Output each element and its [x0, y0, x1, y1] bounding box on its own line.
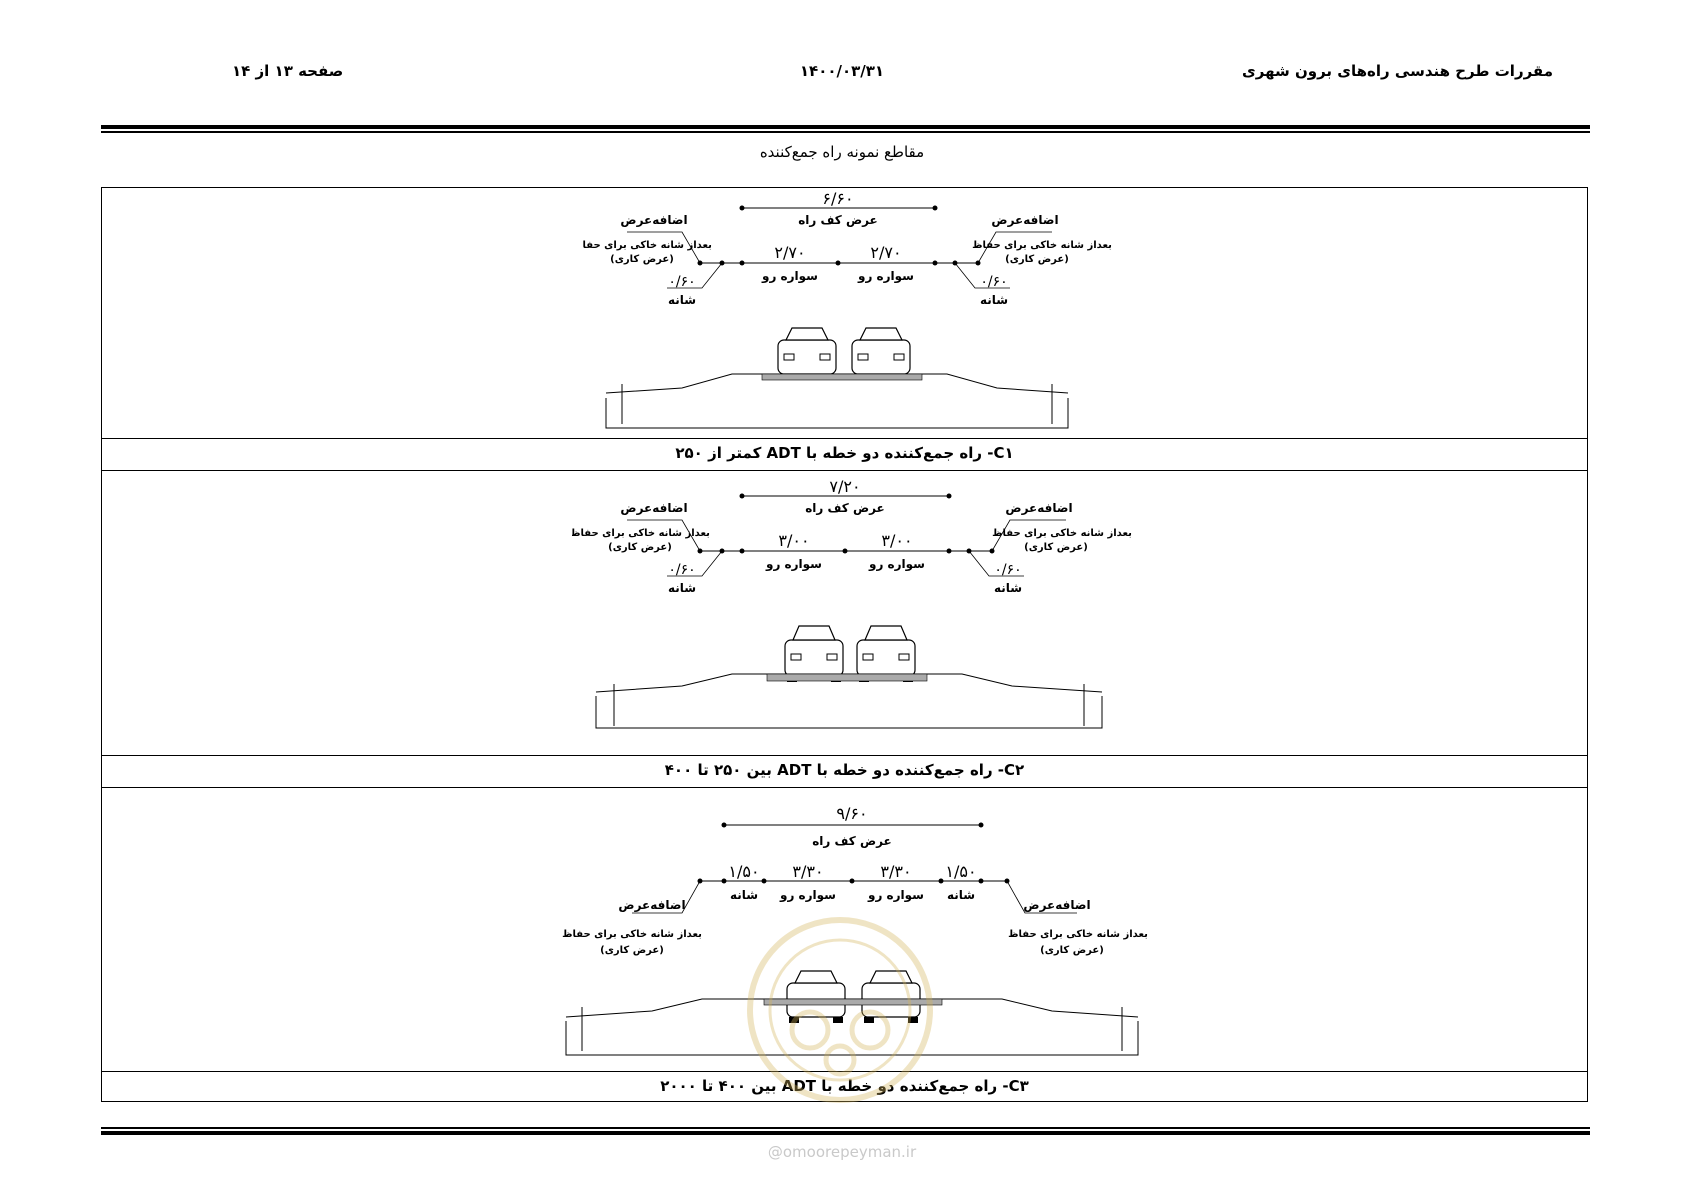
svg-text:۰/۶۰: ۰/۶۰: [980, 274, 1007, 290]
car-right-icon: [851, 327, 911, 380]
svg-text:اضافه‌عرض: اضافه‌عرض: [620, 213, 687, 227]
total-width-label: عرض کف راه: [812, 834, 892, 848]
lane-left-label: سواره رو: [761, 269, 818, 284]
svg-text:بعداز شانه خاکی برای حفاظ: بعداز شانه خاکی برای حفاظ: [1008, 929, 1148, 940]
dimension-total-width: ۷/۲۰ عرض کف راه: [739, 478, 952, 515]
dimension-total-width: ۹/۶۰ عرض کف راه: [721, 804, 984, 848]
lane-right-value: ۳/۳۰: [880, 862, 911, 881]
car-left-icon: [777, 327, 837, 380]
extra-width-right: اضافه‌عرض بعداز شانه خاکی برای حفاظ (عرض…: [968, 501, 1132, 595]
dimension-lanes: ۲/۷۰ ۲/۷۰ سواره رو سواره رو: [697, 243, 981, 284]
svg-text:بعداز شانه خاکی برای حفاظ: بعداز شانه خاکی برای حفاظ: [582, 240, 712, 251]
row-divider: [102, 755, 1587, 756]
total-width-value: ۶/۶۰: [822, 189, 853, 208]
svg-text:شانه: شانه: [980, 293, 1008, 307]
lane-left-value: ۳/۳۰: [792, 862, 823, 881]
extra-width-left: اضافه‌عرض بعداز شانه خاکی برای حفاظ (عرض…: [562, 880, 702, 956]
total-width-value: ۹/۶۰: [836, 804, 867, 823]
svg-text:شانه: شانه: [994, 581, 1022, 595]
cross-section-c1-drawing: ۶/۶۰ عرض کف راه ۲/۷۰ ۲/۷۰ سواره رو سواره…: [582, 189, 1112, 429]
svg-text:(عرض کاری): (عرض کاری): [1040, 945, 1104, 956]
total-width-label: عرض کف راه: [805, 501, 885, 515]
svg-text:(عرض کاری): (عرض کاری): [600, 945, 664, 956]
lane-right-value: ۲/۷۰: [870, 243, 901, 262]
lane-left-label: سواره رو: [765, 557, 822, 572]
footer-rule-thick: [101, 1131, 1590, 1135]
shoulder-left-label: شانه: [730, 888, 758, 902]
svg-text:۰/۶۰: ۰/۶۰: [994, 562, 1021, 578]
svg-text:۰/۶۰: ۰/۶۰: [668, 274, 695, 290]
sections-table: ۶/۶۰ عرض کف راه ۲/۷۰ ۲/۷۰ سواره رو سواره…: [101, 187, 1588, 1102]
svg-text:شانه: شانه: [668, 293, 696, 307]
row-divider: [102, 438, 1587, 439]
extra-width-right: اضافه‌عرض بعداز شانه خاکی برای حفاظ (عرض…: [1006, 880, 1148, 956]
footer-rule-thin: [101, 1127, 1590, 1129]
svg-text:بعداز شانه خاکی برای حفاظ: بعداز شانه خاکی برای حفاظ: [572, 528, 710, 539]
row-divider: [102, 787, 1587, 788]
svg-text:شانه: شانه: [668, 581, 696, 595]
extra-width-left: اضافه‌عرض بعداز شانه خاکی برای حفاظ (عرض…: [572, 501, 723, 595]
svg-text:(عرض کاری): (عرض کاری): [610, 254, 674, 265]
shoulder-right-label: شانه: [947, 888, 975, 902]
caption-c1: C۱- راه جمع‌کننده دو خطه با ADT کمتر از …: [675, 444, 1014, 462]
dimension-lanes: ۳/۰۰ ۳/۰۰ سواره رو سواره رو: [697, 531, 995, 572]
header-rule-thin: [101, 131, 1590, 133]
cross-section-c2-drawing: ۷/۲۰ عرض کف راه ۳/۰۰ ۳/۰۰ سواره رو سواره…: [572, 478, 1132, 729]
svg-text:اضافه‌عرض: اضافه‌عرض: [1005, 501, 1072, 515]
svg-text:اضافه‌عرض: اضافه‌عرض: [991, 213, 1058, 227]
extra-width-left: اضافه‌عرض بعداز شانه خاکی برای حفاظ (عرض…: [582, 213, 723, 307]
dimension-total-width: ۶/۶۰ عرض کف راه: [739, 189, 938, 227]
figure-title: مقاطع نمونه راه جمع‌کننده: [759, 143, 925, 161]
total-width-label: عرض کف راه: [798, 213, 878, 227]
extra-width-right: اضافه‌عرض بعداز شانه خاکی برای حفاظ (عرض…: [954, 213, 1112, 307]
lane-right-label: سواره رو: [867, 888, 924, 903]
document-date: ۱۴۰۰/۰۳/۳۱: [799, 62, 885, 80]
dimension-lanes: ۱/۵۰ ۳/۳۰ ۳/۳۰ ۱/۵۰ شانه سواره رو سواره …: [697, 862, 1010, 903]
car-left-icon: [784, 625, 844, 682]
page-number: صفحه ۱۳ از ۱۴: [232, 62, 344, 80]
lane-right-value: ۳/۰۰: [881, 531, 912, 550]
shoulder-left-value: ۱/۵۰: [728, 862, 759, 881]
lane-left-value: ۲/۷۰: [774, 243, 805, 262]
caption-c2: C۲- راه جمع‌کننده دو خطه با ADT بین ۲۵۰ …: [664, 761, 1025, 779]
svg-text:بعداز شانه خاکی برای حفاظ: بعداز شانه خاکی برای حفاظ: [972, 240, 1112, 251]
caption-c3: C۳- راه جمع‌کننده دو خطه با ADT بین ۴۰۰ …: [660, 1077, 1029, 1095]
row-divider: [102, 470, 1587, 471]
lane-right-label: سواره رو: [857, 269, 914, 284]
lane-left-value: ۳/۰۰: [778, 531, 809, 550]
svg-text:(عرض کاری): (عرض کاری): [1005, 254, 1069, 265]
shoulder-right-value: ۱/۵۰: [945, 862, 976, 881]
road-profile: [605, 373, 1069, 429]
lane-left-label: سواره رو: [779, 888, 836, 903]
svg-text:(عرض کاری): (عرض کاری): [608, 542, 672, 553]
total-width-value: ۷/۲۰: [829, 478, 860, 496]
road-profile: [595, 673, 1103, 729]
svg-text:اضافه‌عرض: اضافه‌عرض: [618, 898, 685, 912]
svg-text:(عرض کاری): (عرض کاری): [1024, 542, 1088, 553]
svg-text:اضافه‌عرض: اضافه‌عرض: [620, 501, 687, 515]
svg-text:۰/۶۰: ۰/۶۰: [668, 562, 695, 578]
row-divider: [102, 1071, 1587, 1072]
document-title: مقررات طرح هندسی راه‌های برون شهری: [1242, 62, 1553, 80]
cross-section-c3-drawing: ۹/۶۰ عرض کف راه ۱/۵۰ ۳/۳۰ ۳/۳۰ ۱/۵۰ شانه…: [562, 804, 1148, 1056]
svg-text:بعداز شانه خاکی برای حفاظ: بعداز شانه خاکی برای حفاظ: [992, 528, 1132, 539]
watermark-text: @omoorepeyman.ir: [767, 1143, 917, 1161]
lane-right-label: سواره رو: [868, 557, 925, 572]
watermark-seal-icon: [747, 917, 933, 1103]
road-profile: [565, 998, 1139, 1056]
svg-text:اضافه‌عرض: اضافه‌عرض: [1023, 898, 1090, 912]
header-rule-thick: [101, 125, 1590, 129]
svg-text:بعداز شانه خاکی برای حفاظ: بعداز شانه خاکی برای حفاظ: [562, 929, 702, 940]
